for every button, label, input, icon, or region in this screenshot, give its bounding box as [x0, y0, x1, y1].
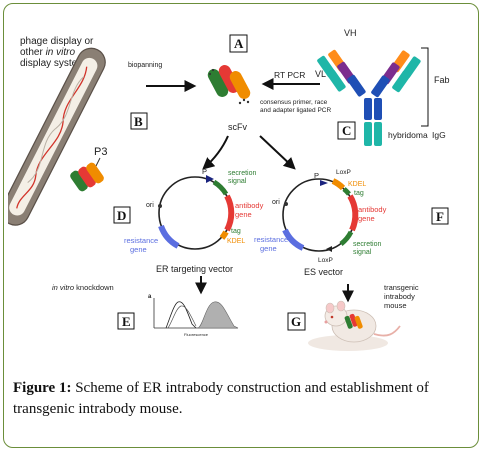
- phage-text: phage display or other in vitro display …: [20, 36, 94, 69]
- es-vector-title: ES vector: [304, 267, 343, 277]
- scfv-molecule: [207, 65, 251, 105]
- er-tag-label: tag: [231, 228, 241, 235]
- panel-f-label: F: [436, 209, 444, 224]
- consensus-line2: and adapter ligated PCR: [260, 107, 331, 114]
- figure-caption: Figure 1: Scheme of ER intrabody constru…: [13, 378, 473, 420]
- caption-figure-word: Figure 1:: [13, 380, 72, 396]
- es-antibody-line1: antibody: [358, 205, 387, 214]
- mouse-line1: transgenic: [384, 283, 419, 292]
- knockdown-label: in vitro knockdown: [52, 283, 114, 292]
- fab-bracket: [421, 47, 429, 127]
- es-secretion-line2: signal: [353, 249, 372, 256]
- igg-molecule: [317, 49, 421, 146]
- panel-b-label: B: [134, 114, 143, 129]
- es-loxp-bottom: LoxP: [318, 257, 333, 264]
- panel-a-label: A: [234, 36, 244, 51]
- arrow-scfv-to-es: [259, 135, 296, 170]
- es-resist-line1: resistance: [254, 235, 288, 244]
- es-ori-label: ori: [272, 199, 280, 206]
- biopanning-label: biopanning: [128, 62, 162, 69]
- panel-d-box: [113, 206, 131, 224]
- er-secretion-line2: signal: [228, 178, 247, 185]
- panel-b-box: [130, 112, 148, 130]
- es-secretion-line1: secretion: [353, 241, 382, 248]
- es-vector-plasmid: [282, 178, 359, 252]
- panel-c-label: C: [342, 123, 351, 138]
- caption-text: Scheme of ER intrabody construction and …: [13, 380, 429, 417]
- er-resist-line1: resistance: [124, 236, 158, 245]
- scfv-label: scFv: [228, 122, 247, 132]
- consensus-line1: consensus primer, race: [260, 99, 328, 106]
- hybridoma-label: hybridoma: [388, 130, 428, 140]
- mouse-illustration: [308, 300, 401, 351]
- phage-line1: phage display or: [20, 36, 94, 47]
- phage-line2: other in vitro: [20, 47, 75, 58]
- panel-a-box: [229, 34, 248, 53]
- vh-label: VH: [344, 28, 357, 38]
- phage-particle: [8, 47, 106, 226]
- igg-label: IgG: [432, 130, 446, 140]
- histogram-xlabel: Fluorescence: [184, 332, 209, 337]
- panel-f-box: [431, 207, 449, 225]
- phage-line3: display systems: [20, 58, 91, 69]
- mouse-line3: mouse: [384, 301, 407, 310]
- er-p-label: P: [202, 167, 207, 176]
- er-secretion-line1: secretion: [228, 170, 257, 177]
- er-antibody-line1: antibody: [235, 201, 264, 210]
- es-antibody-line2: gene: [358, 214, 375, 223]
- es-kdel-label: KDEL: [348, 181, 366, 188]
- es-tag-label: tag: [354, 190, 364, 197]
- er-kdel-label: KDEL: [227, 238, 245, 245]
- figure-frame: [3, 3, 479, 448]
- mouse-line2: intrabody: [384, 292, 415, 301]
- panel-e-label: E: [122, 314, 131, 329]
- panel-g-box: [287, 312, 306, 331]
- panel-e-box: [117, 312, 135, 330]
- er-ori-label: ori: [146, 202, 154, 209]
- phage-tail-scfv: [70, 157, 104, 192]
- vl-label: VL: [315, 69, 326, 79]
- diagram: phage display or other in vitro display …: [8, 28, 450, 351]
- er-resist-line2: gene: [130, 245, 147, 254]
- flow-histogram: a Fluorescence: [148, 294, 239, 337]
- es-p-label: P: [314, 171, 319, 180]
- er-vector-title: ER targeting vector: [156, 264, 233, 274]
- histogram-axis-a: a: [148, 294, 152, 300]
- arrow-scfv-to-er: [202, 135, 229, 170]
- p3-label: P3: [94, 146, 107, 158]
- rtpcr-label: RT PCR: [274, 70, 305, 80]
- er-vector-plasmid: [158, 175, 235, 250]
- panel-d-label: D: [117, 208, 126, 223]
- er-antibody-line2: gene: [235, 210, 252, 219]
- es-loxp-top: LoxP: [336, 169, 351, 176]
- es-resist-line2: gene: [260, 244, 277, 253]
- panel-g-label: G: [291, 314, 301, 329]
- panel-c-box: [337, 121, 356, 140]
- fab-label: Fab: [434, 75, 450, 85]
